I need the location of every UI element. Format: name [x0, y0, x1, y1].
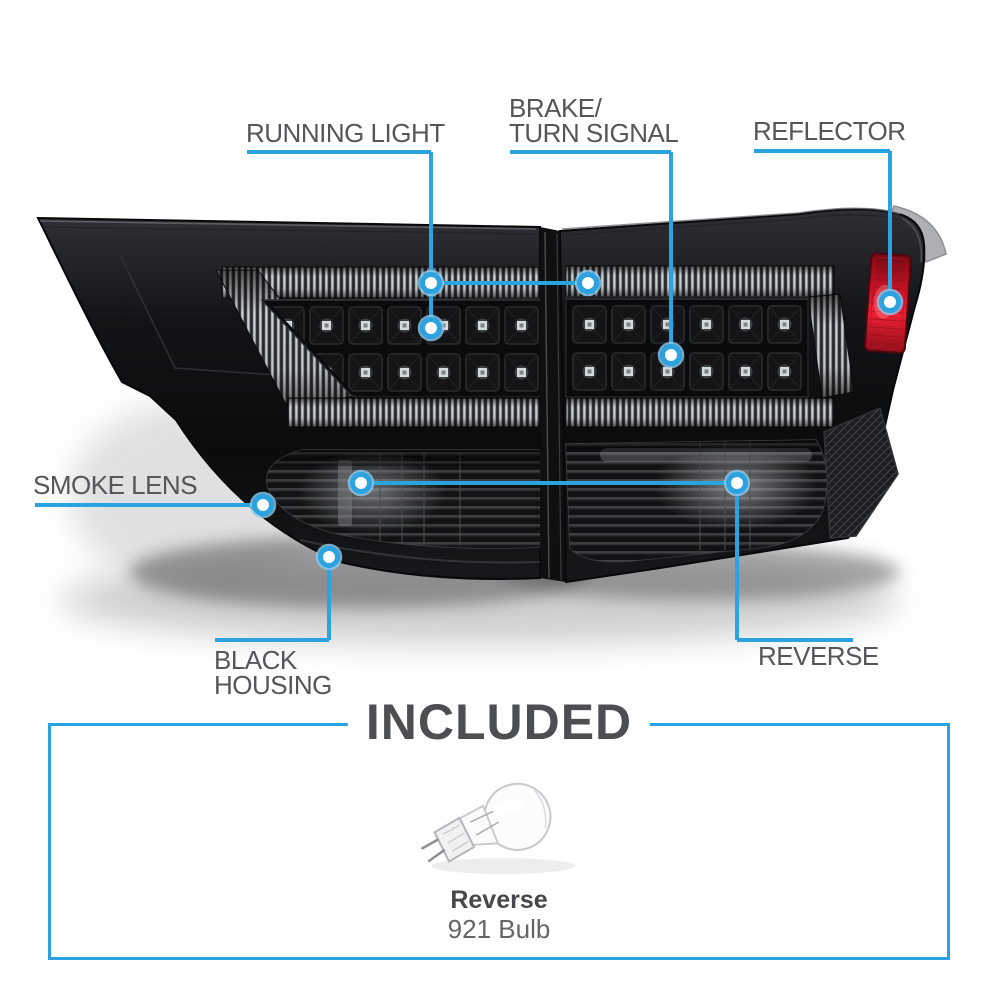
callout-dot-reverse-right	[723, 469, 751, 497]
callout-label-black-housing: BLACK HOUSING	[214, 645, 332, 700]
callout-label-brake-line2: TURN SIGNAL	[509, 118, 679, 148]
callout-line-reflector	[754, 149, 892, 302]
lamp-seam	[540, 227, 566, 582]
callout-line-reverse	[361, 481, 853, 642]
callout-label-reflector: REFLECTOR	[753, 116, 906, 146]
corner-vent-panel	[823, 406, 899, 539]
callout-line-black-housing	[215, 557, 331, 642]
reverse-lens-right	[565, 439, 828, 563]
right-lamp	[558, 205, 947, 584]
callout-dot-reverse-left	[347, 469, 375, 497]
callout-dot-reflector	[876, 288, 904, 316]
callout-dot-running-light-left	[417, 269, 445, 297]
callout-dot-smoke-lens	[249, 491, 277, 519]
callout-label-black-housing-line2: HOUSING	[214, 670, 332, 700]
light-bar-right	[565, 265, 855, 428]
led-panel-right	[565, 296, 809, 398]
bulb-spec: 921 Bulb	[447, 914, 551, 944]
included-box: INCLUDED Reverse 921 Bulb	[48, 693, 950, 960]
reverse-lens-left	[266, 449, 541, 564]
bulb-illustration	[408, 769, 598, 879]
callout-label-brake-line1: BRAKE/	[509, 93, 602, 123]
light-bar-left	[215, 266, 541, 428]
callout-dot-running-light-led	[417, 314, 445, 342]
callout-label-smoke-lens: SMOKE LENS	[33, 470, 198, 500]
callout-dot-brake-turn-signal	[657, 341, 685, 369]
callout-dot-black-housing	[315, 543, 343, 571]
callout-lines	[35, 149, 892, 642]
callout-label-brake-turn-signal: BRAKE/ TURN SIGNAL	[509, 93, 679, 148]
included-title: INCLUDED	[347, 693, 651, 751]
callout-line-brake-turn-signal	[510, 150, 673, 355]
callout-label-reverse: REVERSE	[758, 641, 879, 671]
callout-dot-running-light-right	[574, 269, 602, 297]
bulb-shadow	[431, 858, 575, 874]
callout-line-running-light	[247, 150, 588, 328]
callout-label-running-light: RUNNING LIGHT	[246, 118, 445, 148]
callout-label-black-housing-line1: BLACK	[214, 645, 297, 675]
callout-dots	[249, 269, 904, 571]
led-panel-left	[260, 297, 541, 397]
left-lamp	[36, 216, 541, 580]
bulb-name: Reverse	[450, 886, 548, 914]
